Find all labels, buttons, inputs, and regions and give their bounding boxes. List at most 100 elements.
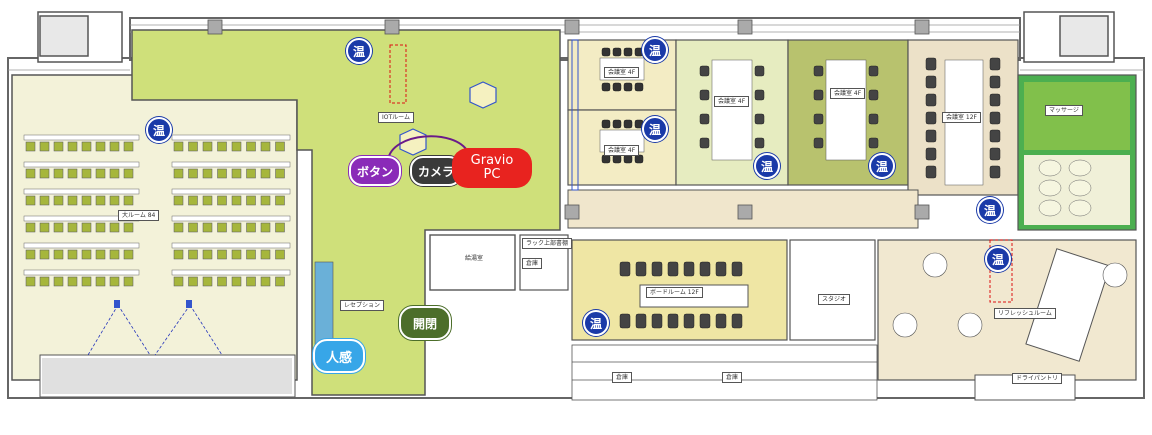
chair: [202, 168, 213, 179]
chair: [619, 261, 631, 277]
chair: [275, 195, 285, 206]
chair: [23, 188, 140, 195]
chair: [188, 141, 198, 152]
chair: [25, 276, 36, 287]
temp-sensor-meeting-5[interactable]: 温: [977, 197, 1003, 223]
door-red-dashed: [389, 44, 407, 104]
chair: [754, 65, 765, 77]
thermometer-icon: 温: [648, 122, 661, 137]
chair: [275, 168, 285, 179]
chair: [188, 168, 198, 179]
chair: [246, 195, 256, 206]
chair: [81, 195, 92, 206]
chair: [612, 119, 622, 129]
chair: [868, 89, 879, 101]
chair: [67, 222, 78, 233]
thermometer-icon: 温: [983, 203, 996, 218]
kitchen-label: 給湯室: [465, 255, 484, 262]
chair: [67, 168, 78, 179]
chair: [1038, 199, 1062, 217]
board-room-label: ボードルーム 12F: [646, 287, 703, 298]
chair: [188, 276, 198, 287]
chair: [1068, 159, 1092, 177]
chair: [109, 168, 120, 179]
chair: [67, 195, 78, 206]
chair: [39, 276, 50, 287]
motion-sensor[interactable]: 人感: [313, 339, 365, 373]
chair: [731, 261, 743, 277]
chair: [635, 261, 647, 277]
studio-label: スタジオ: [818, 294, 851, 305]
chair: [275, 222, 285, 233]
temp-sensor-meeting-2[interactable]: 温: [642, 116, 668, 142]
chair: [95, 141, 106, 152]
chair: [699, 313, 711, 329]
temp-sensor-meeting-4[interactable]: 温: [869, 153, 895, 179]
chair: [188, 249, 198, 260]
chair: [813, 113, 824, 125]
chair: [217, 168, 227, 179]
chair: [217, 276, 227, 287]
storage-label-3: 倉庫: [722, 372, 743, 383]
chair: [868, 137, 879, 149]
chair: [67, 141, 78, 152]
chair: [989, 93, 1001, 107]
chair: [231, 195, 242, 206]
chair: [925, 57, 937, 71]
chair: [109, 222, 120, 233]
gravio-pc-device[interactable]: Gravio PC: [452, 148, 532, 188]
chair: [260, 141, 271, 152]
chair: [81, 168, 92, 179]
temp-sensor-large-room[interactable]: 温: [146, 117, 172, 143]
chair: [989, 57, 1001, 71]
chair: [925, 111, 937, 125]
chair: [95, 276, 106, 287]
chair: [925, 129, 937, 143]
chair: [1038, 179, 1062, 197]
chair: [53, 141, 64, 152]
chair: [683, 261, 695, 277]
chair: [173, 168, 184, 179]
chair: [623, 154, 633, 164]
temp-sensor-refresh[interactable]: 温: [985, 246, 1011, 272]
chair: [123, 195, 134, 206]
chair: [188, 195, 198, 206]
open-close-sensor[interactable]: 開閉: [399, 306, 451, 340]
chairs: [23, 47, 1128, 338]
thermometer-icon: 温: [991, 252, 1004, 267]
chair: [217, 222, 227, 233]
chair: [109, 276, 120, 287]
chair: [231, 168, 242, 179]
chair: [123, 222, 134, 233]
chair: [715, 261, 727, 277]
chair: [123, 276, 134, 287]
button-device[interactable]: ボタン: [349, 156, 401, 186]
shelf-label: ラック上部書棚: [522, 238, 573, 249]
chair: [109, 141, 120, 152]
temp-sensor-iot[interactable]: 温: [346, 38, 372, 64]
chair: [260, 222, 271, 233]
chair: [202, 222, 213, 233]
chair: [173, 222, 184, 233]
chair: [699, 89, 710, 101]
sensor-dots: [114, 300, 192, 308]
chair: [989, 147, 1001, 161]
thermometer-icon: 温: [152, 123, 165, 138]
temp-sensor-meeting-3[interactable]: 温: [754, 153, 780, 179]
chair: [634, 154, 644, 164]
chair: [123, 141, 134, 152]
chair: [171, 269, 291, 276]
studio-room: [789, 239, 876, 341]
chair: [651, 261, 663, 277]
chair: [989, 111, 1001, 125]
chair: [275, 276, 285, 287]
chair: [651, 313, 663, 329]
chair: [39, 195, 50, 206]
temp-sensor-board-room[interactable]: 温: [583, 310, 609, 336]
chair: [699, 137, 710, 149]
chair: [53, 249, 64, 260]
chair: [612, 47, 622, 57]
chair: [23, 242, 140, 249]
chair: [868, 113, 879, 125]
temp-sensor-meeting-1[interactable]: 温: [642, 37, 668, 63]
